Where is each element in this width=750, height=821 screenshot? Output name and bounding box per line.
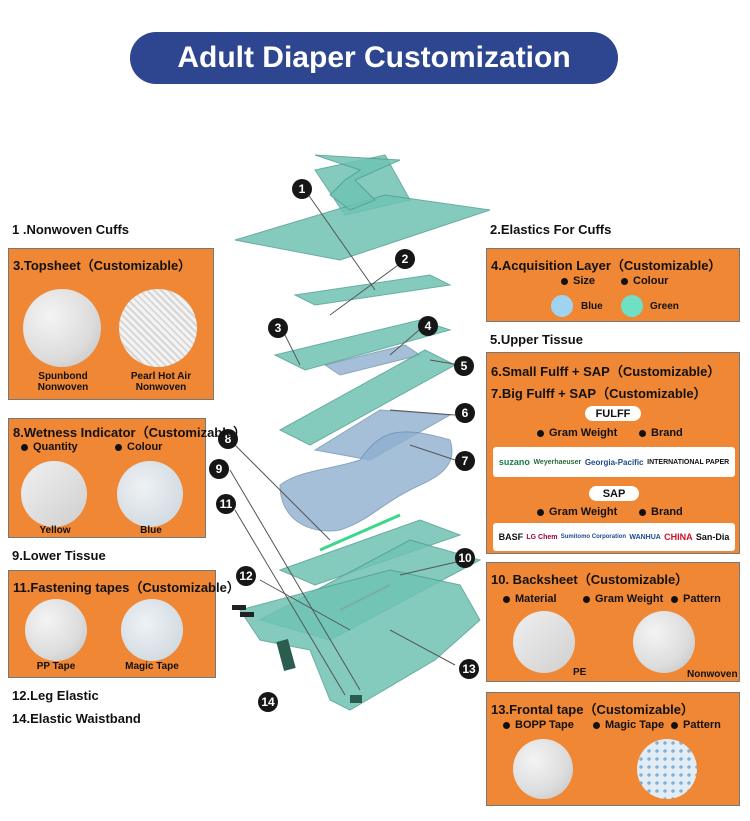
brand-weyerhaeuser: Weyerhaeuser [533,458,582,466]
topsheet-title: 3.Topsheet（Customizable） [13,258,192,273]
fluff-label: FULFF [585,406,641,421]
layer-elastics [293,274,452,306]
callout-7: 7 [455,451,475,471]
brand-suzano: suzano [498,457,530,467]
brand-san-dia: San-Dia [695,532,730,542]
label-upper-tissue: 5.Upper Tissue [490,332,583,347]
acquisition-blue-swatch [551,295,573,317]
callout-10: 10 [455,548,475,568]
label-lower-tissue: 9.Lower Tissue [12,548,106,563]
sap-brand-strip: BASF LG Chem Sumitomo Corporation WANHUA… [493,523,735,551]
layer-cuff-sheet [234,194,491,261]
topsheet-spunbond-image [23,289,101,367]
layer-chassis [239,569,481,711]
acquisition-bullet-size: Size [561,275,595,287]
page-title: Adult Diaper Customization [130,32,618,84]
wetness-bullet-colour: Colour [115,441,162,453]
diaper-exploded-diagram: .ly{fill:#6fc3b3;opacity:.85;stroke:#4f9… [229,154,491,711]
callout-8: 8 [218,429,238,449]
callout-12: 12 [236,566,256,586]
frontal-pattern-image [637,739,697,799]
frontal-bullet-magic: Magic Tape [593,719,664,731]
backsheet-option-nonwoven: Nonwoven [687,669,738,680]
frontal-bullet-pattern: Pattern [671,719,721,731]
fluff-title-small: 6.Small Fulff + SAP（Customizable） [491,364,721,379]
brand-wanhua: WANHUA [629,533,661,541]
fastening-title: 11.Fastening tapes（Customizable） [13,580,240,595]
label-elastics-cuffs: 2.Elastics For Cuffs [490,222,612,237]
sap-bullet-brand: Brand [639,506,683,518]
acquisition-title: 4.Acquisition Layer（Customizable） [491,258,722,273]
fluff-bullet-gram: Gram Weight [537,427,617,439]
fastening-option-magic: Magic Tape [125,661,179,672]
label-nonwoven-cuffs: 1 .Nonwoven Cuffs [12,222,130,237]
wetness-blue-image [117,461,183,527]
fastening-box: 11.Fastening tapes（Customizable） PP Tape… [8,570,240,678]
callout-14: 14 [258,692,278,712]
acquisition-option-blue: Blue [581,301,603,312]
fastening-pp-image [25,599,87,661]
acquisition-green-swatch [621,295,643,317]
brand-georgia-pacific: Georgia-Pacific [584,457,644,467]
fluff-title-big: 7.Big Fulff + SAP（Customizable） [491,386,707,401]
fluff-brand-strip: suzano Weyerhaeuser Georgia-Pacific INTE… [493,447,735,477]
topsheet-option-2: Pearl Hot Air Nonwoven [130,371,192,393]
frontal-box: 13.Frontal tape（Customizable） BOPP Tape … [486,692,740,806]
topsheet-option-1: Spunbond Nonwoven [37,371,89,393]
wetness-option-blue: Blue [140,525,162,536]
acquisition-box: 4.Acquisition Layer（Customizable） Size C… [486,248,740,322]
layer-topsheet [273,319,452,371]
callout-4: 4 [418,316,438,336]
backsheet-option-pe: PE [573,667,587,678]
layer-wetness-indicator [278,519,462,586]
backsheet-bullet-gram: Gram Weight [583,593,663,605]
callout-1: 1 [292,179,312,199]
wetness-title: 8.Wetness Indicator（Customizable） [13,425,247,440]
brand-lg-chem: LG Chem [526,533,558,541]
callout-5: 5 [454,356,474,376]
fluff-sap-box: 6.Small Fulff + SAP（Customizable） 7.Big … [486,352,740,554]
sap-bullet-gram: Gram Weight [537,506,617,518]
acquisition-option-green: Green [650,301,679,312]
callout-11: 11 [216,494,236,514]
topsheet-pearl-image [119,289,197,367]
frontal-title: 13.Frontal tape（Customizable） [491,702,694,717]
label-elastic-waistband: 14.Elastic Waistband [12,711,141,726]
frontal-bopp-image [513,739,573,799]
layer-big-fluff [279,431,453,532]
callout-9: 9 [209,459,229,479]
fluff-bullet-brand: Brand [639,427,683,439]
backsheet-bullet-material: Material [503,593,557,605]
backsheet-box: 10. Backsheet（Customizable） Material Gra… [486,562,740,682]
brand-sumitomo: Sumitomo Corporation [560,534,627,540]
sap-label: SAP [589,486,639,501]
brand-china: CHINA [664,532,693,542]
wetness-yellow-image [21,461,87,527]
label-leg-elastic: 12.Leg Elastic [12,688,99,703]
callout-13: 13 [459,659,479,679]
topsheet-box: 3.Topsheet（Customizable） Spunbond Nonwov… [8,248,214,400]
acquisition-bullet-colour: Colour [621,275,668,287]
callout-3: 3 [268,318,288,338]
backsheet-pe-image [513,611,575,673]
backsheet-nonwoven-image [633,611,695,673]
callout-2: 2 [395,249,415,269]
callout-6: 6 [455,403,475,423]
brand-international-paper: INTERNATIONAL PAPER [647,458,730,466]
fastening-option-pp: PP Tape [36,661,76,672]
fastening-magic-image [121,599,183,661]
wetness-bullet-quantity: Quantity [21,441,78,453]
backsheet-title: 10. Backsheet（Customizable） [491,572,689,587]
frontal-bullet-bopp: BOPP Tape [503,719,574,731]
wetness-option-yellow: Yellow [39,525,71,536]
wetness-box: 8.Wetness Indicator（Customizable） Quanti… [8,418,246,538]
backsheet-bullet-pattern: Pattern [671,593,721,605]
brand-basf: BASF [498,532,524,542]
